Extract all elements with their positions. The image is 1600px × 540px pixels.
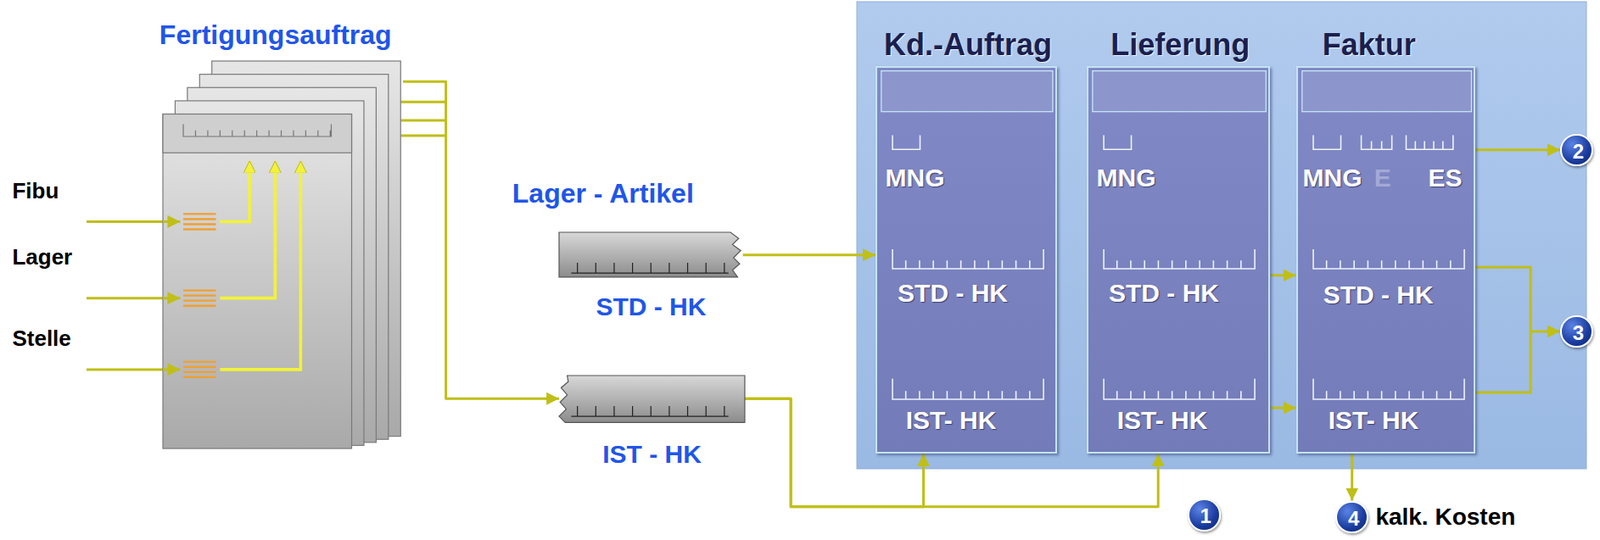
column-header [1301, 71, 1472, 112]
flow-arrow [1475, 267, 1561, 332]
transfer-arrow [220, 161, 251, 223]
column-header [881, 71, 1053, 112]
field-label: STD - HK [1323, 280, 1434, 309]
flow-arrow [743, 253, 876, 257]
shape-outline [1088, 67, 1273, 456]
document-panel [856, 1, 1587, 470]
card-shape [559, 375, 745, 423]
input-arrow [86, 220, 164, 224]
field-label: MNG [1096, 162, 1157, 191]
heading: Fertigungsauftrag [159, 21, 392, 51]
column-header [1092, 71, 1266, 112]
field-label: MNG [885, 162, 946, 191]
card-label: IST - HK [602, 440, 702, 469]
shape-outline [559, 232, 744, 278]
flow-arrow [1350, 453, 1354, 501]
cost-icon [183, 362, 216, 378]
order-stack: Fertigungsauftrag [162, 61, 403, 451]
shape-outline [877, 67, 1059, 456]
callout-circle: 4 [1335, 501, 1368, 534]
flow-arrow [1269, 274, 1296, 277]
callout-number: 2 [1572, 140, 1584, 163]
shape-group [162, 61, 401, 449]
cost-icon [183, 214, 216, 230]
input-arrow [86, 369, 164, 372]
document-column: LieferungMNGSTD - HKIST- HK [1086, 66, 1271, 454]
document-column: Kd.-AuftragMNGSTD - HKIST- HK [875, 66, 1058, 454]
flow-arrow [402, 81, 560, 399]
cost-card: IST - HK [559, 375, 745, 423]
card-header [162, 114, 353, 154]
field-label: IST- HK [906, 406, 997, 435]
document-column: FakturMNGEESSTD - HKIST- HK [1296, 66, 1477, 454]
header-ruler [183, 124, 331, 137]
callout-number: 3 [1572, 322, 1584, 345]
card-ruler [571, 406, 729, 417]
shape-outline [559, 375, 745, 423]
bracket-arm [1475, 331, 1531, 393]
card-shape [559, 232, 741, 278]
field-label: IST- HK [1117, 406, 1209, 435]
field-label: ES [1428, 162, 1463, 191]
column-heading: Kd.-Auftrag [883, 27, 1052, 62]
flow-arrow [1475, 148, 1561, 152]
shape-group [1301, 71, 1472, 400]
field-label: STD - HK [897, 278, 1008, 307]
shape-group [881, 71, 1053, 400]
callout-circle: 3 [1560, 315, 1593, 348]
shape-group [559, 232, 741, 278]
field-label: E [1374, 162, 1392, 191]
input-arrow-head [162, 296, 180, 300]
cost-card: STD - HK [559, 232, 744, 278]
callout-number: 1 [1200, 505, 1212, 528]
card-ruler [571, 262, 729, 274]
callout-number: 4 [1348, 508, 1360, 531]
shape-group [1092, 71, 1266, 400]
shape-group [559, 375, 745, 423]
section-heading: Lager - Artikel [512, 179, 694, 209]
shape-outline [1297, 67, 1478, 456]
transfer-arrow [220, 161, 276, 299]
field-label: MNG [1303, 162, 1363, 191]
callout-circle: 2 [1560, 134, 1593, 167]
input-label: Stelle [11, 326, 71, 352]
transfer-arrow [220, 161, 302, 370]
column-heading: Faktur [1322, 27, 1416, 62]
cost-icon [183, 290, 216, 307]
card-label: STD - HK [595, 291, 706, 320]
callout-label: kalk. Kosten [1375, 503, 1516, 531]
order-card [162, 114, 353, 450]
column-heading: Lieferung [1110, 27, 1250, 62]
field-label: STD - HK [1108, 278, 1220, 307]
input-arrow-head [162, 220, 180, 224]
callout-circle: 1 [1187, 498, 1220, 532]
input-arrow [86, 296, 164, 300]
input-label: Lager [11, 245, 73, 270]
input-arrow-head [162, 369, 180, 372]
input-label: Fibu [11, 179, 59, 204]
field-label: IST- HK [1328, 406, 1420, 435]
shape-outline [162, 61, 403, 451]
flow-arrow [1269, 407, 1296, 410]
